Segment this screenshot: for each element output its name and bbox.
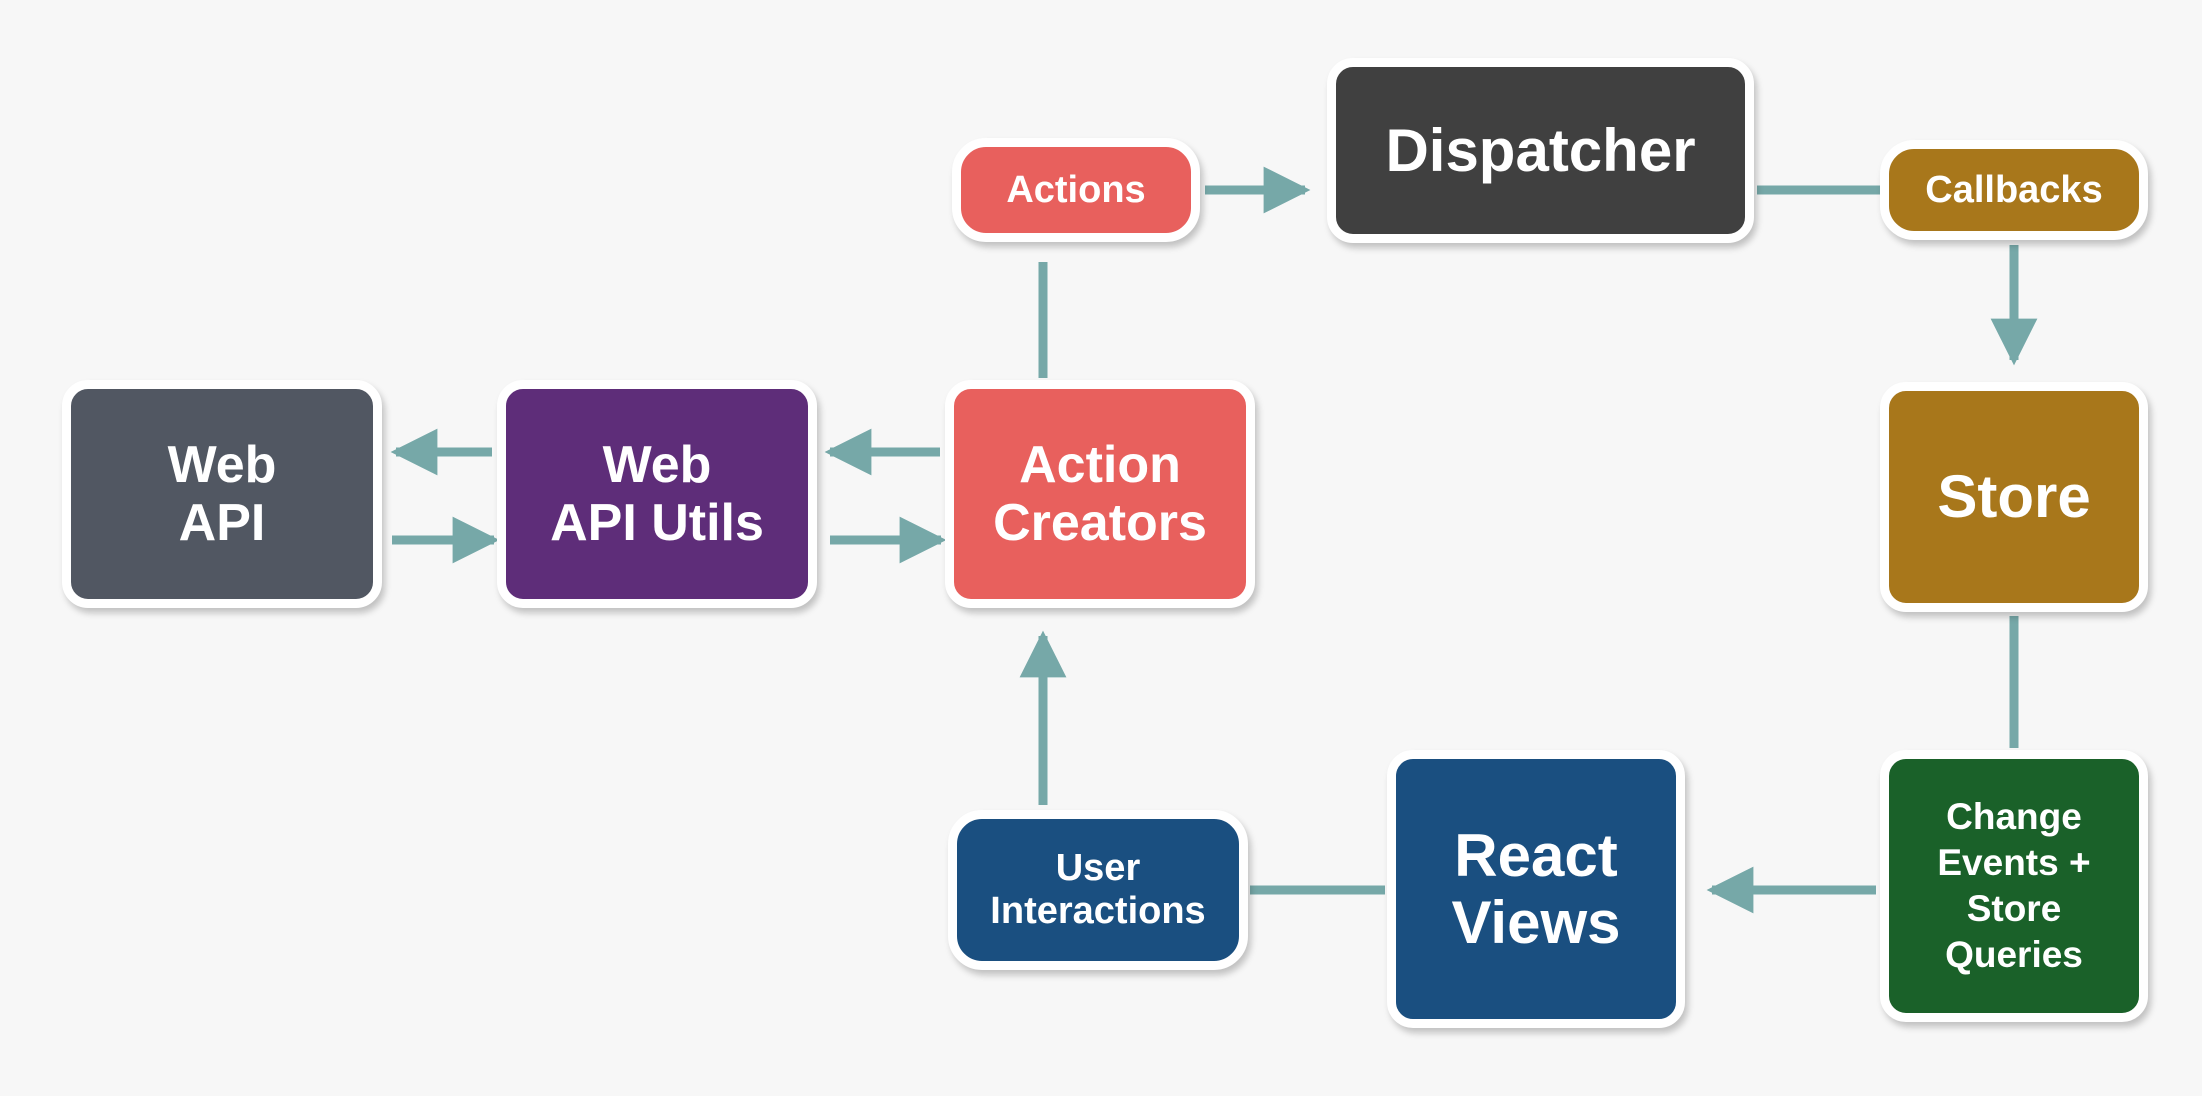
node-action-creators[interactable]: Action Creators [945,380,1255,608]
node-actions[interactable]: Actions [952,138,1200,242]
node-react-views[interactable]: React Views [1387,750,1685,1028]
node-change-events-store-queries[interactable]: Change Events + Store Queries [1880,750,2148,1022]
node-web-api-utils[interactable]: Web API Utils [497,380,817,608]
node-web-api[interactable]: Web API [62,380,382,608]
node-store[interactable]: Store [1880,382,2148,612]
node-user-interactions[interactable]: User Interactions [948,810,1248,970]
node-dispatcher[interactable]: Dispatcher [1327,58,1754,243]
node-callbacks[interactable]: Callbacks [1880,140,2148,240]
